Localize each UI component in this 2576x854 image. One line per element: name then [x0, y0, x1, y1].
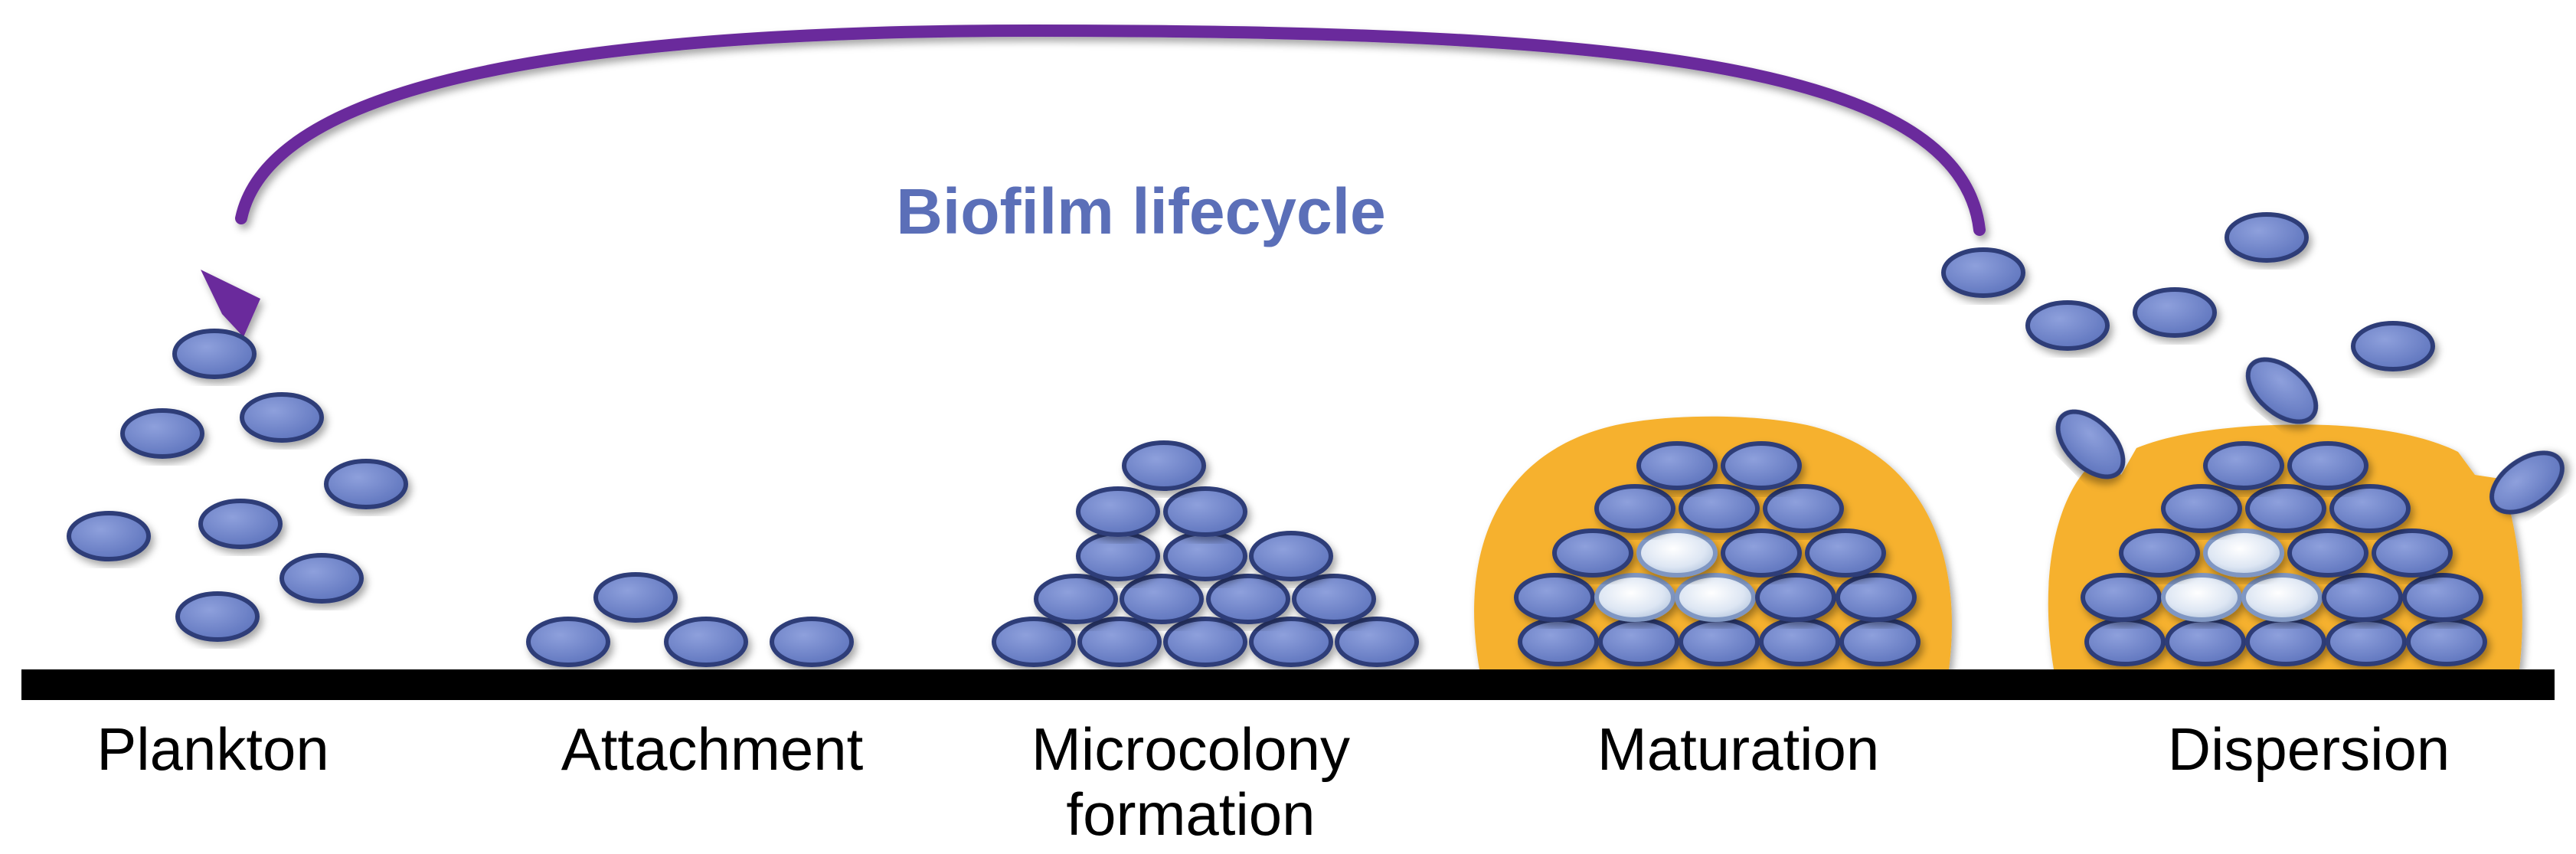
- bacterium-cell: [2351, 321, 2435, 371]
- bacterium-cell: [1721, 528, 1802, 578]
- bacterium-cell: [1636, 441, 1718, 490]
- bacterium-cell: [1679, 484, 1760, 533]
- bacterium-cell: [2372, 528, 2453, 578]
- lifecycle-arrow-curve: [235, 24, 1986, 236]
- bacterium-cell: [2489, 450, 2565, 515]
- bacterium-cell: [1249, 531, 1333, 581]
- dormant-cell: [1594, 573, 1675, 622]
- bacterium-cell: [2287, 441, 2368, 490]
- bacterium-cell: [2203, 441, 2284, 490]
- bacterium-cell: [67, 511, 151, 561]
- bacterium-cell: [2326, 617, 2407, 666]
- bacterium-cell: [240, 392, 324, 443]
- bacterium-cell: [2081, 573, 2162, 622]
- bacterium-cell: [1598, 617, 1679, 666]
- bacterium-cell: [1076, 486, 1160, 537]
- bacterium-cell: [1721, 441, 1802, 490]
- bacterium-cell: [1077, 617, 1162, 667]
- dormant-cell: [2241, 573, 2323, 622]
- bacterium-cell: [2084, 617, 2166, 666]
- bacterium-cell: [324, 459, 408, 509]
- bacterium-cell: [2225, 212, 2309, 263]
- bacterium-cell: [175, 591, 260, 642]
- substrate-surface: [21, 669, 2555, 700]
- bacterium-cell: [198, 499, 283, 549]
- bacterium-cell: [2402, 573, 2483, 622]
- bacterium-cell: [1034, 574, 1118, 624]
- bacterium-cell: [120, 408, 204, 459]
- stage-label-dispersion: Dispersion: [2168, 715, 2450, 783]
- bacterium-cell: [1755, 573, 1836, 622]
- bacterium-cell: [664, 617, 748, 667]
- bacterium-cell: [526, 617, 610, 667]
- bacterium-cell: [2165, 617, 2246, 666]
- stage-label-plankton: Plankton: [96, 715, 329, 783]
- bacterium-cell: [1249, 617, 1333, 667]
- bacterium-cell: [992, 617, 1076, 667]
- bacterium-cell: [1759, 617, 1840, 666]
- bacterium-cell: [1163, 486, 1247, 537]
- dormant-cell: [2161, 573, 2242, 622]
- bacterium-cell: [1206, 574, 1290, 624]
- bacterium-cell: [1594, 484, 1675, 533]
- stage-label-microcolony-line1: Microcolony: [1031, 715, 1350, 783]
- bacterium-cell: [2245, 357, 2319, 424]
- bacterium-cell: [1122, 440, 1206, 491]
- bacterium-cell: [1839, 617, 1921, 666]
- bacterium-cell: [1163, 617, 1247, 667]
- dormant-cell: [1636, 528, 1718, 578]
- bacterium-cell: [1292, 574, 1376, 624]
- bacterium-cell: [2322, 573, 2403, 622]
- bacterium-cell: [2133, 287, 2217, 338]
- stage-label-maturation: Maturation: [1597, 715, 1880, 783]
- bacterium-cell: [1552, 528, 1633, 578]
- bacterium-cell: [2245, 484, 2326, 533]
- bacterium-cell: [280, 553, 364, 604]
- stage-label-attachment: Attachment: [561, 715, 864, 783]
- dormant-cell: [1675, 573, 1756, 622]
- lifecycle-arrow: [201, 24, 1986, 337]
- diagram-title: Biofilm lifecycle: [896, 175, 1386, 247]
- bacterium-cell: [1941, 247, 2025, 298]
- bacterium-cell: [2406, 617, 2487, 666]
- bacterium-cell: [2055, 409, 2126, 479]
- bacterium-cell: [1518, 617, 1599, 666]
- bacterium-cell: [1120, 574, 1204, 624]
- bacteria-cells: [67, 212, 2565, 667]
- bacterium-cell: [2119, 528, 2200, 578]
- stage-labels: Plankton Attachment Microcolony formatio…: [96, 715, 2450, 848]
- bacterium-cell: [1763, 484, 1844, 533]
- bacterium-cell: [2245, 617, 2326, 666]
- bacterium-cell: [770, 617, 854, 667]
- lifecycle-arrow-head: [201, 270, 260, 337]
- bacterium-cell: [1836, 573, 1917, 622]
- bacterium-cell: [2161, 484, 2242, 533]
- bacterium-cell: [2025, 300, 2110, 351]
- bacterium-cell: [1076, 531, 1160, 581]
- stage-label-microcolony-line2: formation: [1066, 780, 1315, 848]
- bacterium-cell: [1514, 573, 1595, 622]
- bacterium-cell: [1335, 617, 1419, 667]
- dormant-cell: [2203, 528, 2284, 578]
- bacterium-cell: [593, 572, 678, 623]
- bacterium-cell: [1805, 528, 1886, 578]
- bacterium-cell: [1163, 531, 1247, 581]
- bacterium-cell: [2329, 484, 2411, 533]
- bacterium-cell: [2287, 528, 2368, 578]
- bacterium-cell: [1679, 617, 1760, 666]
- bacterium-cell: [172, 329, 257, 379]
